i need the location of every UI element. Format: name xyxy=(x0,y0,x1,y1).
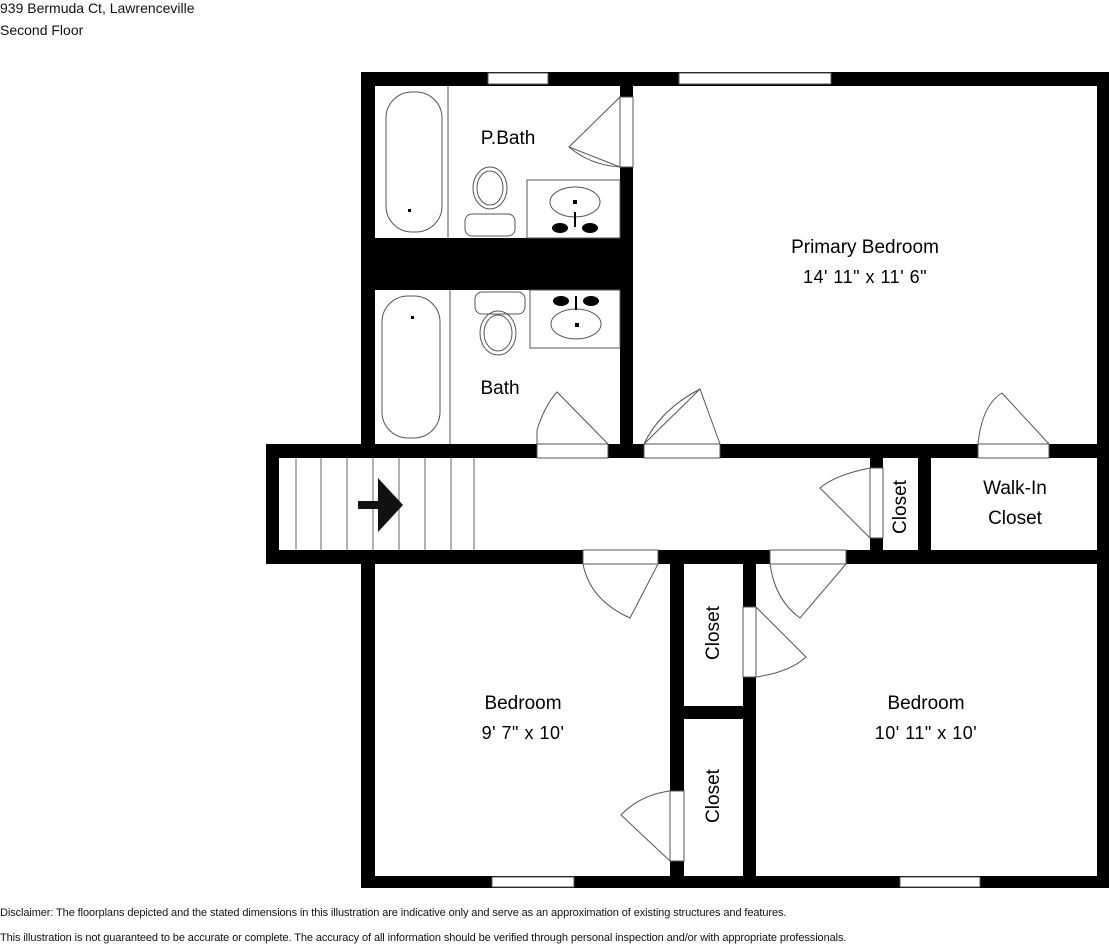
room-dimensions: 9' 7" x 10' xyxy=(481,723,565,743)
room-dimensions: 14' 11" x 11' 6" xyxy=(802,267,928,287)
disclaimer-line-1: Disclaimer: The floorplans depicted and … xyxy=(0,907,787,919)
room-name-line2: Closet xyxy=(988,508,1042,529)
doors xyxy=(536,96,1050,862)
bath-fixtures xyxy=(381,289,621,444)
room-label-closet-upper: Closet xyxy=(703,606,724,660)
room-label-closet-lower: Closet xyxy=(703,769,724,823)
windows xyxy=(487,72,981,888)
room-walk-in-closet: Walk-In Closet xyxy=(940,478,1090,530)
room-label-pbath: P.Bath xyxy=(480,128,536,149)
room-primary-bedroom: Primary Bedroom 14' 11" x 11' 6" xyxy=(700,237,1030,288)
room-name: Primary Bedroom xyxy=(791,237,939,258)
floor-label: Second Floor xyxy=(0,22,84,38)
room-name: Bedroom xyxy=(887,693,965,714)
address-text: 939 Bermuda Ct, Lawrenceville xyxy=(0,0,195,16)
room-bedroom-left: Bedroom 9' 7" x 10' xyxy=(423,693,623,744)
pbath-faucet-icon xyxy=(552,212,598,233)
room-dimensions: 10' 11" x 10' xyxy=(874,723,978,743)
room-label-hall-closet: Closet xyxy=(890,480,911,534)
stairs-arrow-icon xyxy=(358,478,403,532)
room-name-line1: Walk-In xyxy=(983,478,1047,499)
room-bedroom-right: Bedroom 10' 11" x 10' xyxy=(826,693,1026,744)
bath-faucet-icon xyxy=(553,296,599,310)
room-label-bath: Bath xyxy=(480,378,520,399)
disclaimer-line-2: This illustration is not guaranteed to b… xyxy=(0,932,847,944)
room-name: Bedroom xyxy=(484,693,562,714)
pbath-fixtures xyxy=(385,86,621,239)
